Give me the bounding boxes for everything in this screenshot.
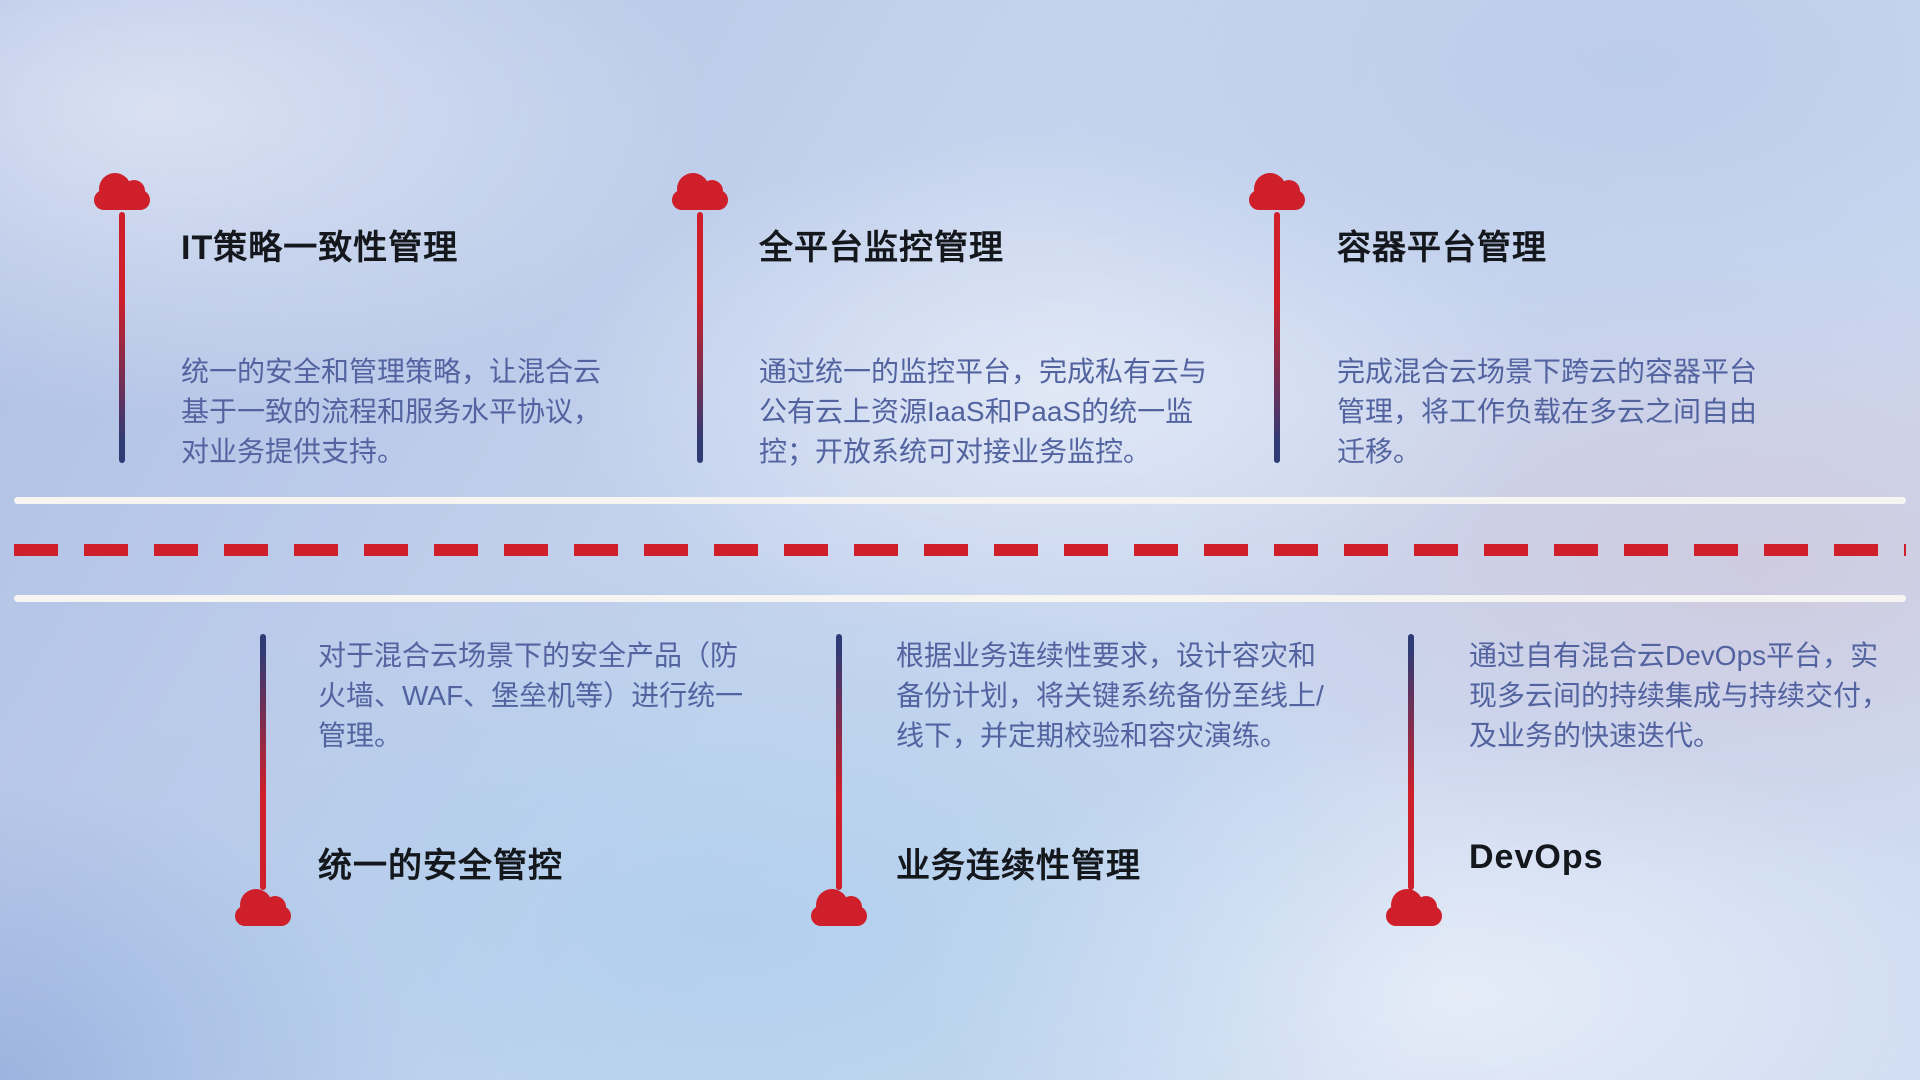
item-description: 通过自有混合云DevOps平台，实现多云间的持续集成与持续交付，及业务的快速迭代… [1469, 640, 1890, 751]
item-title: 业务连续性管理 [896, 847, 1141, 885]
road-bottom-line [14, 595, 1906, 602]
cloud-icon [672, 173, 728, 210]
connector-line [260, 634, 266, 890]
connector-line [697, 212, 703, 463]
road-center-dashed-line [14, 544, 1906, 556]
cloud-icon [94, 173, 150, 210]
item-title: 容器平台管理 [1337, 229, 1547, 267]
item-title: 全平台监控管理 [759, 229, 1004, 267]
item-description: 根据业务连续性要求，设计容灾和备份计划，将关键系统备份至线上/线下，并定期校验和… [896, 640, 1324, 751]
connector-line [1408, 634, 1414, 890]
item-title: DevOps [1469, 838, 1604, 876]
item-description: 统一的安全和管理策略，让混合云基于一致的流程和服务水平协议，对业务提供支持。 [181, 356, 602, 467]
connector-line [836, 634, 842, 890]
item-description: 完成混合云场景下跨云的容器平台管理，将工作负载在多云之间自由迁移。 [1337, 356, 1758, 467]
connector-line [119, 212, 125, 463]
item-title: 统一的安全管控 [318, 847, 563, 885]
item-title: IT策略一致性管理 [181, 229, 459, 267]
cloud-icon [1249, 173, 1305, 210]
item-description: 通过统一的监控平台，完成私有云与公有云上资源IaaS和PaaS的统一监控；开放系… [759, 356, 1208, 467]
road-top-line [14, 497, 1906, 504]
cloud-icon [235, 889, 291, 926]
item-description: 对于混合云场景下的安全产品（防火墙、WAF、堡垒机等）进行统一管理。 [318, 640, 744, 751]
cloud-icon [1386, 889, 1442, 926]
connector-line [1274, 212, 1280, 463]
cloud-icon [811, 889, 867, 926]
